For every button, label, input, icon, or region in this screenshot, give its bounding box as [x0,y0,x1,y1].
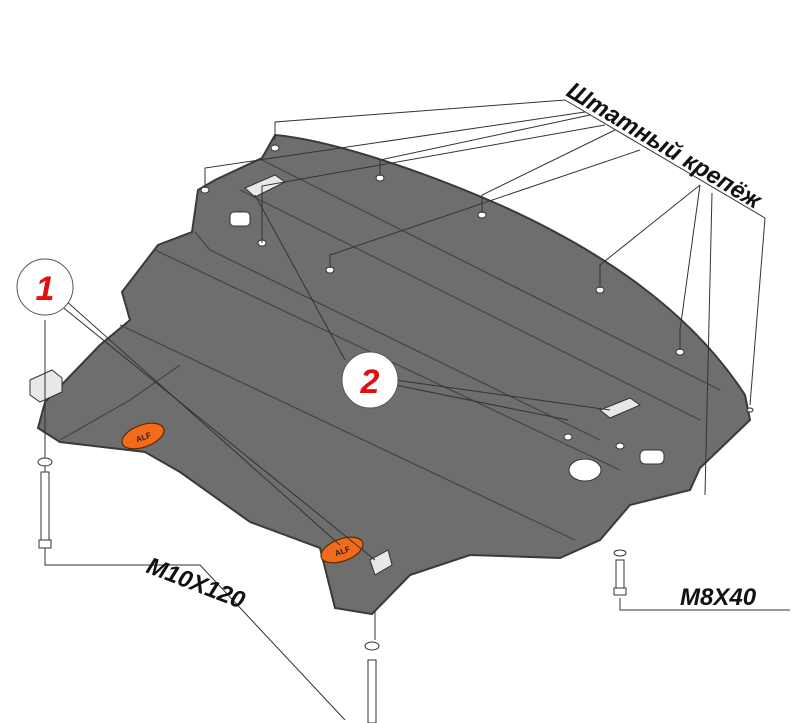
leader-lines [44,99,790,721]
standard-fasteners-label: Штатный крепёж [562,77,767,215]
logo-patch: ALF ALF [121,422,364,564]
bolt-m8-label: M8X40 [680,584,757,611]
bolt-m10 [37,457,380,723]
callout-2-number: 2 [360,363,380,401]
callout-2: 2 [341,351,399,409]
mounting-bracket [29,174,642,576]
bolt-m8 [613,549,627,596]
callout-1: 1 [16,258,74,316]
bolt-m10-label: M10X120 [143,552,249,614]
callout-1-number: 1 [36,270,55,308]
